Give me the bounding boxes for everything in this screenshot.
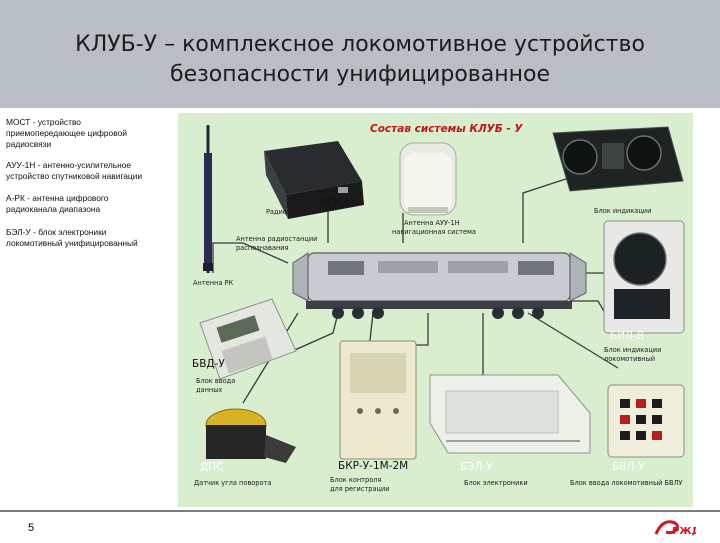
display-unit: [552, 126, 684, 192]
locomotive-window: [328, 261, 364, 275]
bvl-key: [652, 415, 662, 424]
dps-caption: Датчик угла поворота: [194, 479, 271, 487]
locomotive-window: [518, 261, 554, 275]
bvl-label: БВЛ-У: [612, 461, 645, 473]
bil-v-unit: [603, 220, 685, 334]
bvd-screen: [216, 315, 260, 343]
bkr-caption-2: для регистрации: [330, 485, 390, 493]
bvl-caption: Блок ввода локомотивный БВЛУ: [570, 479, 683, 487]
bvl-key: [620, 415, 630, 424]
auu-dome: [404, 153, 452, 211]
rzd-logo: РЖД: [652, 516, 701, 538]
bkr-unit: [339, 340, 417, 460]
auu-caption-1: Антенна АУУ-1Н: [404, 219, 460, 227]
locomotive-grille: [448, 261, 508, 273]
diagram-header: Состав системы КЛУБ - У: [370, 123, 523, 135]
title-band: [0, 0, 720, 108]
locomotive-wheel: [512, 307, 524, 319]
description-auu: АУУ-1Н - антенно-усилительное устройство…: [6, 160, 172, 182]
system-diagram: Состав системы КЛУБ - У Антенна РК Антен…: [178, 113, 693, 507]
locomotive-wheel: [372, 307, 384, 319]
bil-keypad: [614, 289, 670, 319]
display-center-panel: [602, 143, 624, 169]
description-line: локомотивный унифицированный: [6, 238, 138, 248]
auu-antenna-unit: [399, 142, 457, 216]
dps-sensor: [205, 408, 296, 463]
antenna-caption-1: Антенна радиостанции: [236, 235, 317, 243]
antenna-rk: [203, 125, 213, 273]
slide-title-line-2: безопасности унифицированное: [170, 62, 550, 87]
speed-dial-right: [626, 135, 662, 171]
most-radio-unit: [264, 141, 364, 219]
description-bel: БЭЛ-У - блок электроники локомотивный ун…: [6, 227, 172, 249]
bvd-caption-2: данных: [196, 386, 222, 394]
bvl-u-unit: [607, 384, 685, 458]
bil-caption-2: локомотивный: [604, 355, 655, 363]
description-line: МОСТ - устройство: [6, 117, 81, 127]
bkr-connector: [375, 408, 381, 414]
description-panel: [0, 108, 172, 540]
bvl-key: [652, 399, 662, 408]
most-label: МОСТ: [319, 197, 351, 209]
bkr-caption-1: Блок контроля: [330, 476, 381, 484]
antenna-rk-label: Антенна РК: [193, 279, 233, 287]
bvl-key: [620, 431, 630, 440]
bkr-connector: [393, 408, 399, 414]
description-line: приемопередающее цифровой: [6, 128, 127, 138]
locomotive: [292, 252, 587, 319]
bel-label: БЭЛ-У: [460, 461, 493, 473]
antenna-rk-base: [203, 263, 213, 271]
locomotive-wheel: [352, 307, 364, 319]
locomotive-wheel: [532, 307, 544, 319]
bel-caption: Блок электроники: [464, 479, 528, 487]
description-line: БЭЛ-У - блок электроники: [6, 227, 107, 237]
bil-label: БИЛ-В: [610, 330, 644, 342]
description-line: радиоканала диапазона: [6, 204, 101, 214]
locomotive-frame: [306, 301, 572, 309]
bvl-key: [636, 415, 646, 424]
bvd-u-unit: [199, 298, 297, 380]
most-caption: Радиостанция: [266, 208, 315, 216]
bkr-label: БКР-У-1М-2М: [338, 460, 408, 472]
bel-panel: [445, 390, 559, 434]
description-line: радиосвязи: [6, 139, 52, 149]
description-ark: А-РК - антенна цифрового радиоканала диа…: [6, 193, 172, 215]
bkr-panel: [350, 353, 406, 393]
bkr-connector: [357, 408, 363, 414]
dps-body: [206, 425, 266, 459]
locomotive-wheel: [332, 307, 344, 319]
dps-cable: [264, 435, 296, 463]
slide-title: КЛУБ-У – комплексное локомотивное устрой…: [40, 30, 680, 90]
antenna-caption-2: распознавания: [236, 244, 289, 252]
description-most: МОСТ - устройство приемопередающее цифро…: [6, 117, 172, 150]
bvd-label: БВД-У: [192, 358, 225, 370]
description-line: устройство спутниковой навигации: [6, 171, 143, 181]
rzd-logo-mark: [654, 520, 679, 535]
description-line: А-РК - антенна цифрового: [6, 193, 109, 203]
slide-divider: [0, 510, 720, 512]
auu-base: [408, 207, 448, 213]
bil-caption-1: Блок индикации: [604, 346, 661, 354]
dps-label: ДПС: [200, 461, 223, 473]
description-line: АУУ-1Н - антенно-усилительное: [6, 160, 132, 170]
bel-u-unit: [429, 374, 591, 454]
bvl-key: [620, 399, 630, 408]
blocks-caption: Блок индикации: [594, 207, 651, 215]
locomotive-wheel: [492, 307, 504, 319]
bvl-key: [636, 399, 646, 408]
page-number: 5: [28, 522, 35, 534]
bvd-keys: [221, 336, 273, 374]
auu-caption-2: навигационная система: [392, 228, 476, 236]
bil-dial: [613, 232, 667, 286]
bvl-key: [636, 431, 646, 440]
bvd-caption-1: Блок ввода: [196, 377, 235, 385]
most-indicator: [338, 187, 348, 193]
slide-title-line-1: КЛУБ-У – комплексное локомотивное устрой…: [75, 32, 645, 57]
rzd-logo-text: РЖД: [672, 526, 696, 537]
speed-dial-left: [562, 139, 598, 175]
locomotive-grille: [378, 261, 438, 273]
bvl-key: [652, 431, 662, 440]
antenna-rk-body: [204, 153, 212, 263]
